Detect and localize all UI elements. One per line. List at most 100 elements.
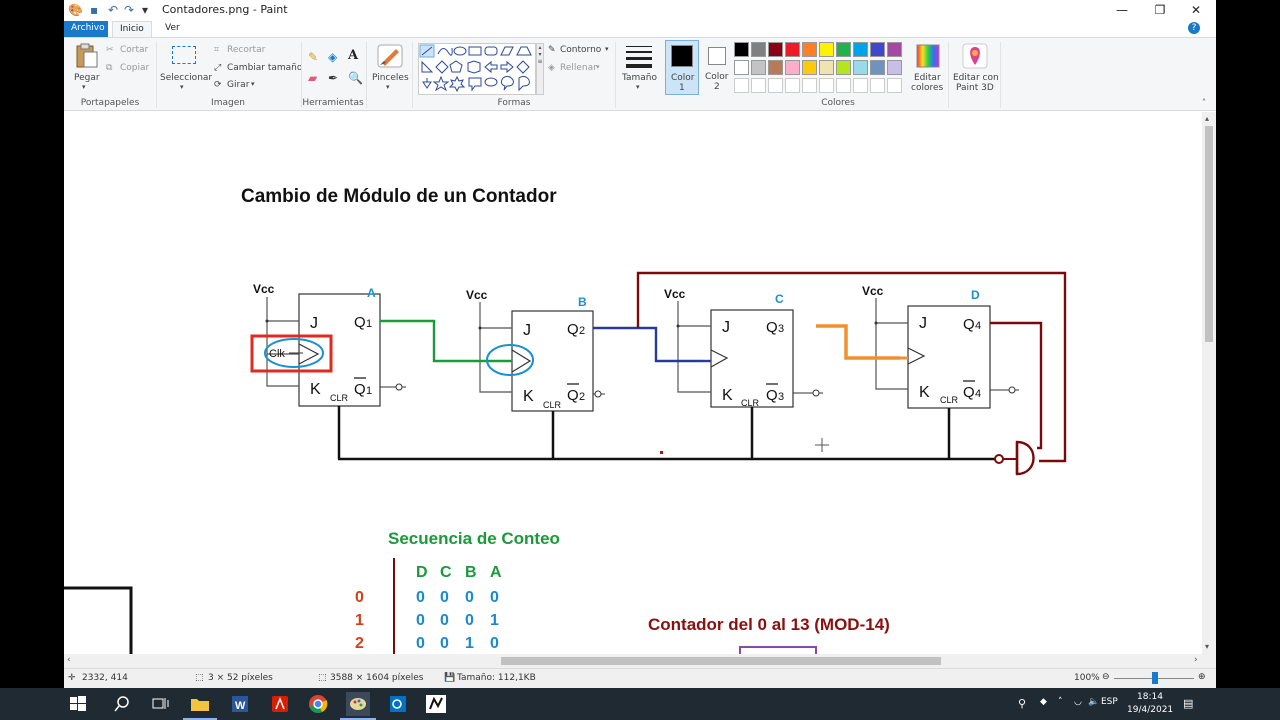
custom-palette-slot[interactable] [802,78,817,93]
undo-icon[interactable]: ↶ [108,3,119,17]
paste-button[interactable]: Pegar [74,73,100,83]
magnifier-icon[interactable]: 🔍 [348,71,363,85]
scroll-right-icon[interactable]: › [1194,655,1198,665]
notifications-icon[interactable]: ▤ [1183,697,1194,710]
custom-palette-slot[interactable] [836,78,851,93]
custom-palette-slot[interactable] [785,78,800,93]
tab-ver[interactable]: Ver [165,23,180,33]
paint3d-button[interactable]: Editar con [953,73,999,83]
pencil-icon[interactable]: ✎ [308,50,319,64]
shapes-grid[interactable] [419,44,537,96]
save-icon[interactable]: ▪ [90,3,99,17]
custom-palette-slot[interactable] [853,78,868,93]
task-view-icon[interactable] [148,692,172,716]
scroll-left-icon[interactable]: ‹ [67,655,71,665]
palette-swatch[interactable] [785,60,800,75]
palette-swatch[interactable] [853,42,868,57]
zoom-in-button[interactable]: ⊕ [1198,672,1206,682]
scroll-down-icon[interactable]: ▾ [1205,642,1210,651]
copy-button[interactable]: Copiar [120,63,150,73]
brushes-dropdown-icon[interactable]: ▾ [386,83,390,91]
palette-swatch[interactable] [734,60,749,75]
palette-swatch[interactable] [819,42,834,57]
acrobat-icon[interactable] [268,692,292,716]
dropbox-icon[interactable]: ◆ [1040,697,1047,707]
close-button[interactable]: ✕ [1190,3,1202,17]
custom-palette-slot[interactable] [768,78,783,93]
collapse-ribbon-icon[interactable]: ˄ [1202,98,1206,107]
palette-swatch[interactable] [768,60,783,75]
zoom-slider-thumb[interactable] [1152,672,1158,684]
rotate-button[interactable]: Girar [227,80,250,90]
vertical-scroll-thumb[interactable] [1205,126,1213,342]
tray-overflow-icon[interactable]: ˄ [1058,697,1063,707]
palette-swatch[interactable] [887,42,902,57]
file-explorer-icon[interactable] [188,692,212,716]
tab-inicio[interactable]: Inicio [112,21,152,37]
help-icon[interactable]: ? [1188,22,1200,34]
quick-access-dropdown-icon[interactable]: ▾ [142,3,149,17]
horizontal-scroll-thumb[interactable] [501,657,941,665]
select-button[interactable]: Seleccionar [160,73,213,83]
custom-palette-slot[interactable] [887,78,902,93]
volume-icon[interactable]: 🔈 [1088,697,1100,707]
chrome-icon[interactable] [306,692,330,716]
custom-palette-slot[interactable] [819,78,834,93]
palette-swatch[interactable] [785,42,800,57]
custom-palette-slot[interactable] [870,78,885,93]
vertical-scrollbar[interactable]: ▴ ▾ [1202,112,1216,654]
custom-palette-slot[interactable] [734,78,749,93]
edit-colors-button-line2[interactable]: colores [911,83,944,93]
search-icon[interactable] [110,692,134,716]
paint-taskbar-icon[interactable] [346,692,370,716]
screen-recorder-icon[interactable] [424,692,448,716]
horizontal-scrollbar[interactable]: ‹ › [64,654,1216,668]
shapes-gallery[interactable] [418,43,536,95]
outline-dropdown-icon[interactable]: ▾ [605,45,609,53]
palette-swatch[interactable] [734,42,749,57]
size-button[interactable]: Tamaño [622,73,658,83]
palette-swatch[interactable] [768,42,783,57]
palette-swatch[interactable] [802,60,817,75]
edit-colors-button[interactable]: Editar [914,73,941,83]
size-dropdown-icon[interactable]: ▾ [636,83,640,91]
clock-date[interactable]: 19/4/2021 [1127,705,1174,715]
palette-swatch[interactable] [751,42,766,57]
fill-button[interactable]: Rellenar [560,63,597,73]
select-dropdown-icon[interactable]: ▾ [180,83,184,91]
people-icon[interactable]: ⚲ [1018,697,1027,710]
palette-swatch[interactable] [836,60,851,75]
scroll-up-icon[interactable]: ▴ [1205,114,1210,123]
outline-button[interactable]: Contorno [560,45,602,55]
color2-selector[interactable]: Color 2 [701,40,733,95]
crop-button[interactable]: Recortar [227,45,266,55]
cut-button[interactable]: Cortar [120,45,149,55]
language-indicator[interactable]: ESP [1101,697,1118,707]
outlook-icon[interactable] [386,692,410,716]
color1-selector[interactable]: Color 1 [665,40,699,95]
tab-archivo[interactable]: Archivo [64,21,108,37]
palette-swatch[interactable] [836,42,851,57]
text-tool-icon[interactable]: A [348,48,359,63]
palette-swatch[interactable] [802,42,817,57]
palette-swatch[interactable] [751,60,766,75]
palette-swatch[interactable] [870,42,885,57]
clock-time[interactable]: 18:14 [1137,692,1163,702]
fill-dropdown-icon[interactable]: ▾ [596,63,600,71]
color-picker-icon[interactable]: ✒ [328,71,339,85]
shapes-gallery-scroll[interactable]: ▴▾≡ [536,43,544,95]
redo-icon[interactable]: ↷ [124,3,135,17]
palette-swatch[interactable] [819,60,834,75]
zoom-out-button[interactable]: ⊖ [1102,672,1110,682]
palette-swatch[interactable] [870,60,885,75]
eraser-icon[interactable]: ▰ [308,71,318,85]
rotate-dropdown-icon[interactable]: ▾ [251,80,255,88]
paint3d-button-line2[interactable]: Paint 3D [956,83,994,93]
wifi-icon[interactable]: ◡ [1074,697,1082,707]
word-icon[interactable]: W [228,692,252,716]
resize-button[interactable]: Cambiar tamaño [227,63,303,73]
palette-swatch[interactable] [853,60,868,75]
brushes-button[interactable]: Pinceles [372,73,409,83]
fill-bucket-icon[interactable]: ◈ [328,50,338,64]
minimize-button[interactable]: — [1116,3,1128,17]
